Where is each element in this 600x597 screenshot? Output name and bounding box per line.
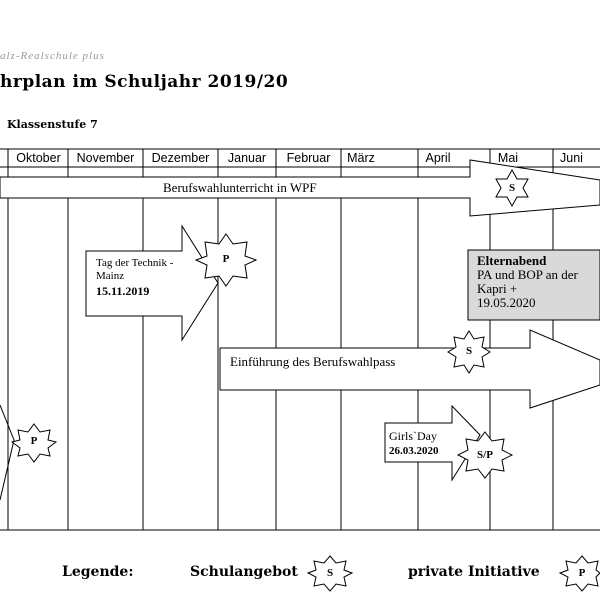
girls-line1: Girls`Day	[389, 429, 437, 443]
legend-private-badge-text: P	[578, 567, 586, 579]
technik-text: Tag der Technik - Mainz 15.11.2019	[96, 257, 173, 299]
legend-school-badge-text: S	[326, 567, 334, 579]
badge-legend-p	[558, 555, 600, 592]
grade-label: Klassenstufe 7	[7, 118, 98, 131]
month-april: April	[425, 151, 451, 165]
month-juni: Juni	[560, 151, 583, 165]
technik-badge-text: P	[222, 253, 230, 265]
legend-school: Schulangebot	[190, 564, 298, 580]
badge-wpf	[495, 168, 529, 208]
wpf-label: Berufswahlunterricht in WPF	[163, 180, 317, 195]
month-maerz: März	[347, 151, 375, 165]
badge-technik	[194, 233, 258, 287]
pass-badge-text: S	[465, 345, 473, 357]
wpf-badge-text: S	[508, 182, 516, 194]
month-november: November	[76, 151, 135, 165]
month-januar: Januar	[227, 151, 267, 165]
pass-label: Einführung des Berufswahlpass	[230, 354, 396, 369]
elternabend-text: Elternabend PA und BOP an der Kapri + 19…	[477, 254, 578, 310]
technik-line2: Mainz	[96, 270, 125, 282]
left-badge-text: P	[30, 435, 38, 447]
girls-text: Girls`Day 26.03.2020	[389, 429, 439, 459]
badge-pass	[447, 330, 491, 374]
elternabend-line1: PA und BOP an der	[477, 267, 578, 282]
legend-private: private Initiative	[408, 564, 540, 580]
girls-date: 26.03.2020	[389, 445, 439, 457]
month-februar: Februar	[286, 151, 331, 165]
badge-girls	[456, 431, 514, 479]
wpf-arrow	[0, 159, 600, 217]
elternabend-line3: 19.05.2020	[477, 295, 536, 310]
left-arrow	[0, 404, 15, 501]
technik-arrow	[85, 224, 219, 342]
page-title: hrplan im Schuljahr 2019/20	[0, 72, 289, 92]
elternabend-title: Elternabend	[477, 253, 547, 268]
month-mai: Mai	[497, 151, 519, 165]
star-badges	[10, 168, 600, 592]
technik-date: 15.11.2019	[96, 284, 150, 298]
month-oktober: Oktober	[16, 151, 61, 165]
pass-arrow	[219, 329, 600, 409]
badge-legend-s	[306, 555, 354, 592]
badge-left	[10, 423, 58, 463]
month-dezember: Dezember	[151, 151, 210, 165]
elternabend-line2: Kapri +	[477, 281, 518, 296]
legend-label: Legende:	[62, 564, 134, 580]
elternabend-box	[467, 249, 600, 321]
technik-line1: Tag der Technik -	[96, 257, 174, 269]
school-name: alz-Realschule plus	[0, 50, 105, 62]
girls-badge-text: S/P	[477, 449, 493, 461]
